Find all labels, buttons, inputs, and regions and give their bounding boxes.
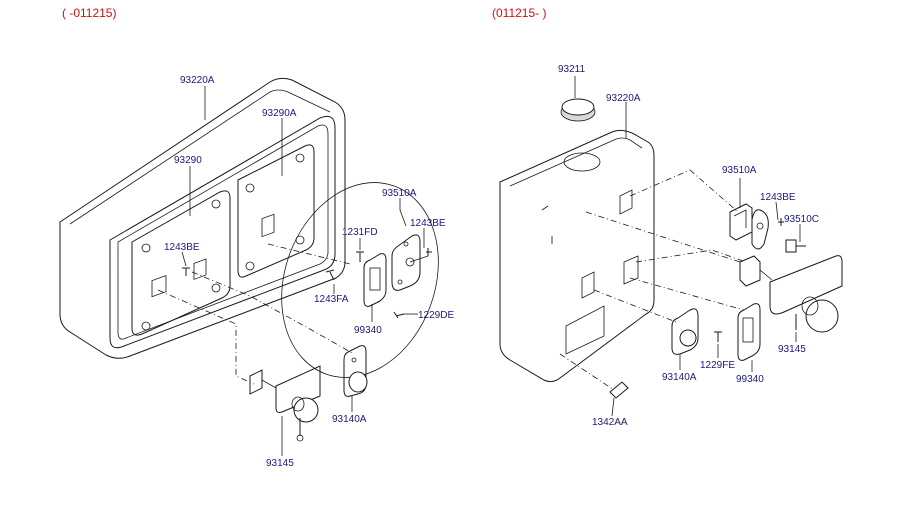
detail-ellipse (281, 182, 439, 378)
left-align-line-3 (267, 243, 351, 265)
left-switch-housing (59, 77, 346, 359)
left-leaders (181, 86, 425, 456)
right-actuator-93140a (671, 308, 722, 355)
label-93510a-left: 93510A (382, 188, 417, 199)
right-bracket-93510a (729, 203, 753, 241)
label-93220a-left: 93220A (180, 75, 215, 86)
label-93220a-right: 93220A (606, 93, 641, 104)
right-clip-1342aa (609, 381, 629, 399)
label-93145-left: 93145 (266, 458, 294, 469)
right-align-line-1 (629, 169, 739, 213)
right-knob-93510c (778, 218, 806, 253)
label-1229de: 1229DE (418, 310, 455, 321)
label-1342aa: 1342AA (592, 417, 628, 428)
label-1231fd: 1231FD (342, 227, 378, 238)
label-93510a-right: 93510A (722, 165, 757, 176)
label-93211: 93211 (558, 64, 586, 75)
label-93290a: 93290A (262, 108, 297, 119)
right-align-line-2 (585, 211, 741, 263)
label-1243be-left-b: 1243BE (410, 218, 446, 229)
right-align-line-6 (559, 353, 615, 391)
label-99340-right: 99340 (736, 374, 764, 385)
label-99340-left: 99340 (354, 325, 382, 336)
label-93290: 93290 (174, 155, 202, 166)
right-gasket (751, 209, 769, 250)
left-align-line-2 (157, 289, 255, 385)
label-1243be-left-a: 1243BE (164, 242, 200, 253)
right-align-line-3 (635, 249, 747, 263)
label-93145-right: 93145 (778, 344, 806, 355)
label-1229fe: 1229FE (700, 360, 736, 371)
right-align-line-4 (629, 277, 745, 311)
label-1243be-right: 1243BE (760, 192, 796, 203)
label-93140a-left: 93140A (332, 414, 367, 425)
right-leaders (574, 76, 801, 417)
label-1243fa: 1243FA (314, 294, 349, 305)
left-opener-93145 (249, 365, 321, 442)
right-align-line-5 (593, 289, 677, 323)
left-lock-99340 (363, 253, 387, 307)
header-right-range: (011215- ) (492, 6, 547, 20)
left-actuator-93140a (343, 345, 368, 397)
label-93140a-right: 93140A (662, 372, 697, 383)
left-gasket-93510a (391, 234, 429, 291)
header-left-range: ( -011215) (62, 6, 117, 20)
right-cap-93211 (560, 98, 596, 122)
label-93510c: 93510C (784, 214, 820, 225)
right-lock-99340 (737, 303, 761, 361)
left-align-line-1 (191, 271, 355, 355)
right-opener-93145 (739, 255, 843, 333)
left-screws (182, 248, 432, 319)
right-switch-housing (499, 129, 655, 383)
